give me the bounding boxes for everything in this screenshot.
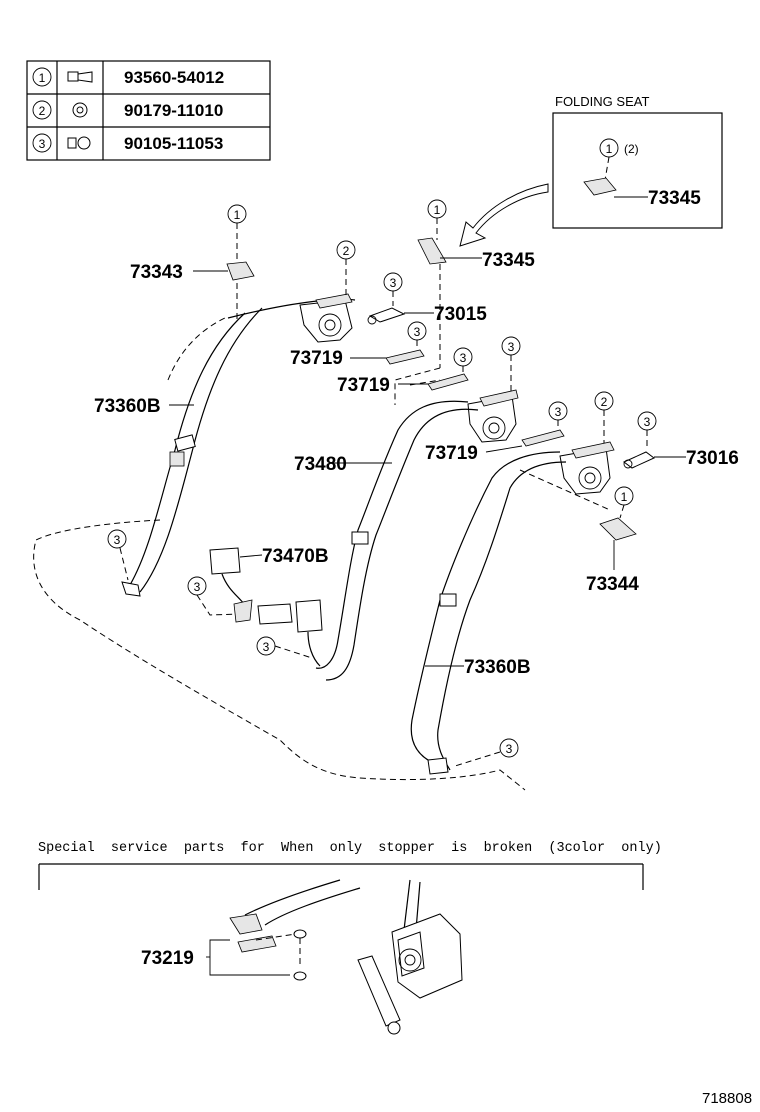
guide-73015: 3 73015 (367, 272, 487, 325)
svg-text:3: 3 (390, 276, 397, 290)
label-73719-lower: 73719 (425, 443, 478, 464)
svg-text:1: 1 (621, 490, 628, 504)
service-note: Special service parts for When only stop… (38, 841, 662, 856)
plate-73719-upper: 3 73719 (290, 321, 427, 369)
svg-text:2: 2 (601, 395, 608, 409)
left-outer-belt (121, 298, 356, 597)
nut-icon (72, 102, 88, 118)
center-belt-73480: 3 73480 (294, 336, 521, 681)
plate-73719-lower: 3 73719 (425, 401, 568, 464)
legend-row-3: 3 90105-11053 (32, 133, 223, 153)
anchor-73343: 1 73343 (130, 204, 255, 320)
label-73360B-right: 73360B (464, 657, 531, 678)
label-73344: 73344 (586, 574, 639, 595)
legend-part-1: 93560-54012 (124, 68, 224, 87)
right-outer-belt: 73360B (410, 451, 567, 775)
folding-seat-inset: FOLDING SEAT 1 (2) 73345 (552, 94, 723, 229)
stopper-detail-illustration: 73219 (141, 879, 463, 1035)
legend-ref-2: 2 (39, 104, 46, 118)
label-group-73360B-left: 73360B (94, 396, 194, 417)
right-retractor: 2 (559, 391, 615, 495)
seatback-outline (167, 317, 611, 511)
label-73480: 73480 (294, 454, 347, 475)
fastener-legend-table: 1 93560-54012 2 90179-11010 3 90105-1105 (26, 60, 271, 161)
bolt-icon (67, 71, 93, 83)
inset-title: FOLDING SEAT (555, 94, 649, 109)
inset-pointer-arrow (459, 183, 549, 247)
label-73345: 73345 (482, 250, 535, 271)
label-73016: 73016 (686, 448, 739, 469)
callout-bolt-left-floor: 3 (107, 529, 129, 581)
guide-73016: 3 73016 (623, 411, 739, 469)
callout-nut-left: 2 (336, 240, 356, 296)
label-73219: 73219 (141, 948, 194, 969)
legend-part-3: 90105-11053 (124, 134, 223, 153)
svg-text:3: 3 (194, 580, 201, 594)
label-73360B-left: 73360B (94, 396, 161, 417)
label-73719-middle: 73719 (337, 375, 390, 396)
label-73719-upper: 73719 (290, 348, 343, 369)
label-73470B: 73470B (262, 546, 329, 567)
anchor-73345: 1 73345 (394, 199, 535, 405)
svg-text:1: 1 (434, 203, 441, 217)
inset-anchor-plate (583, 177, 617, 196)
legend-part-2: 90179-11010 (124, 101, 223, 120)
svg-text:2: 2 (343, 244, 350, 258)
inset-part-label: 73345 (648, 188, 701, 209)
inset-callout-extra: (2) (624, 142, 639, 156)
buckle-73470B: 73470B 3 3 (187, 546, 329, 667)
svg-text:3: 3 (644, 415, 651, 429)
svg-text:3: 3 (506, 742, 513, 756)
svg-text:3: 3 (460, 351, 467, 365)
svg-text:3: 3 (114, 533, 121, 547)
inset-callout-1: 1 (606, 142, 613, 156)
svg-text:3: 3 (508, 340, 515, 354)
anchor-73344: 1 73344 (586, 486, 639, 595)
legend-ref-3: 3 (39, 137, 46, 151)
legend-row-1: 1 93560-54012 (32, 67, 224, 87)
figure-id: 718808 (702, 1090, 752, 1107)
label-73015: 73015 (434, 304, 487, 325)
left-retractor (299, 293, 353, 343)
svg-text:1: 1 (234, 208, 241, 222)
service-note-section: Special service parts for When only stop… (38, 841, 662, 1035)
label-73343: 73343 (130, 262, 183, 283)
bolt-washer-icon (67, 136, 91, 150)
plate-73719-middle: 3 73719 (337, 347, 473, 396)
svg-text:3: 3 (414, 325, 421, 339)
legend-ref-1: 1 (39, 71, 46, 85)
svg-text:3: 3 (555, 405, 562, 419)
legend-row-2: 2 90179-11010 (32, 100, 223, 120)
svg-text:3: 3 (263, 640, 270, 654)
callout-bolt-right-floor: 3 (454, 738, 519, 767)
